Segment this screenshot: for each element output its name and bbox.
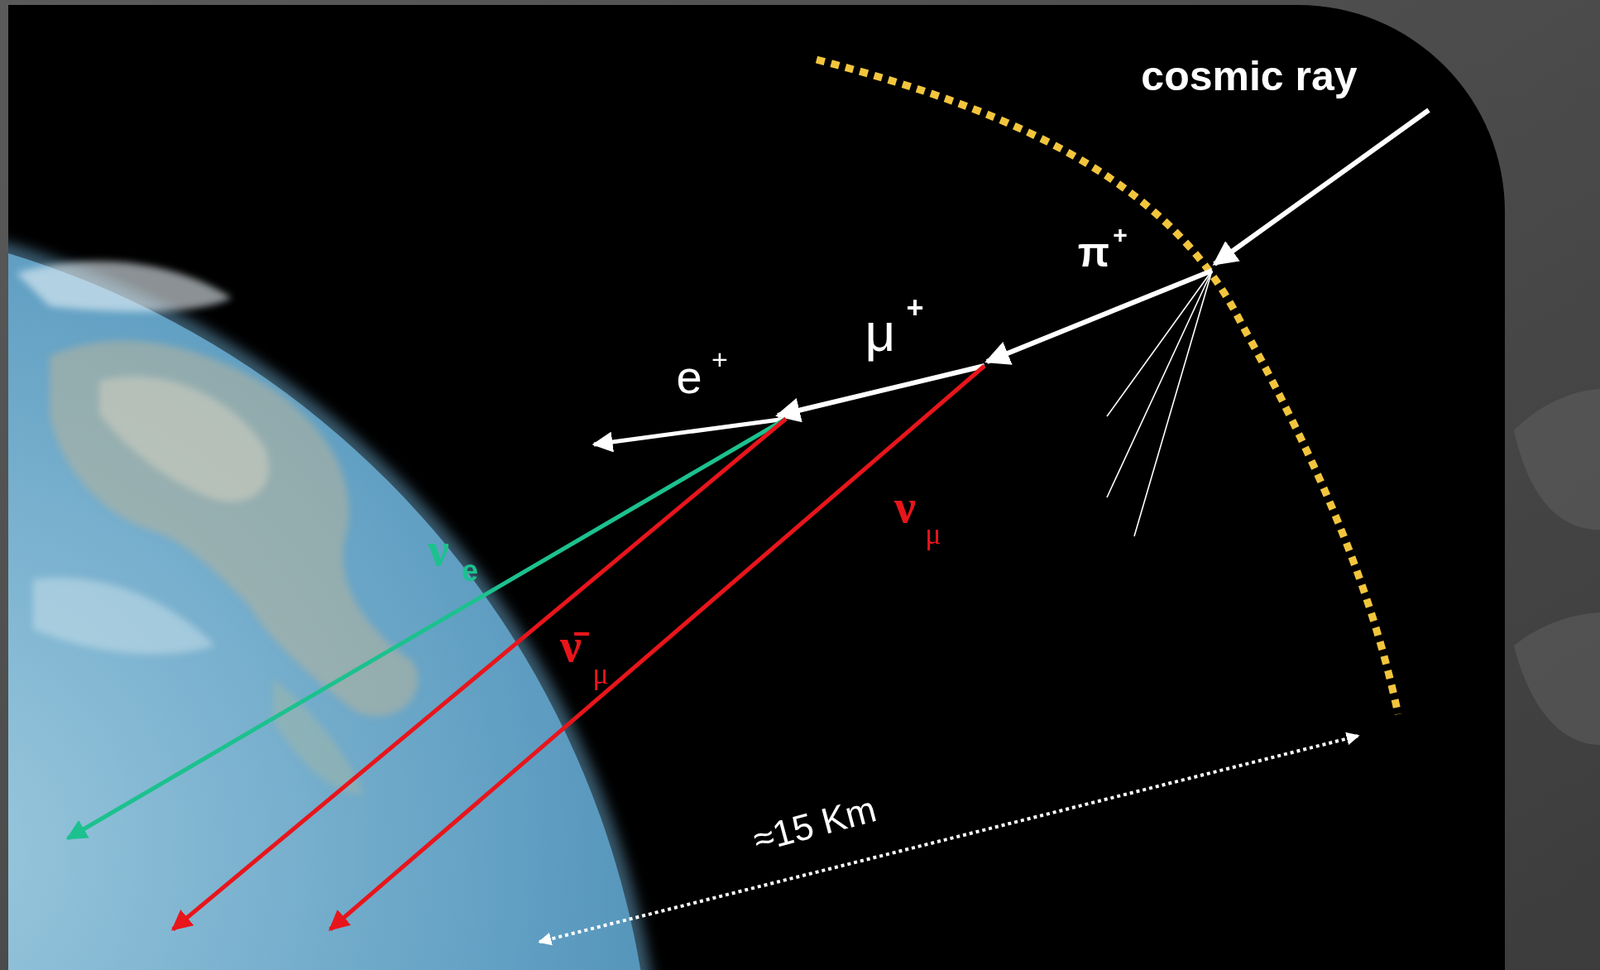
- particle-label: cosmic ray: [1140, 55, 1357, 97]
- ground-shape: [1513, 612, 1600, 745]
- charge-superscript: +: [905, 292, 924, 323]
- particle-symbol: ν: [894, 482, 916, 531]
- cosmic-ray-track: [1214, 110, 1429, 264]
- flavour-subscript: e: [461, 555, 479, 586]
- muon-neutrino-track: [330, 365, 985, 930]
- particle-symbol: ν̄: [560, 621, 582, 670]
- charge-superscript: +: [1112, 222, 1128, 248]
- atmosphere: [0, 204, 664, 970]
- particle-symbol: ν: [427, 525, 450, 574]
- particle-symbol: e: [675, 354, 702, 401]
- charge-superscript: +: [711, 344, 729, 374]
- dimension-arrow: [539, 735, 1359, 942]
- muon-antineutrino-track: [172, 418, 786, 930]
- flavour-subscript: μ: [592, 658, 609, 689]
- earth: [0, 204, 664, 970]
- secondary-track: [1134, 270, 1212, 537]
- flavour-subscript: μ: [924, 518, 941, 549]
- particle-symbol: π: [1077, 231, 1110, 274]
- continent: [16, 261, 418, 795]
- ground-shape: [1513, 388, 1600, 530]
- pion-track: [986, 270, 1212, 362]
- earth-globe: [0, 214, 654, 970]
- particle-symbol: μ: [865, 306, 896, 360]
